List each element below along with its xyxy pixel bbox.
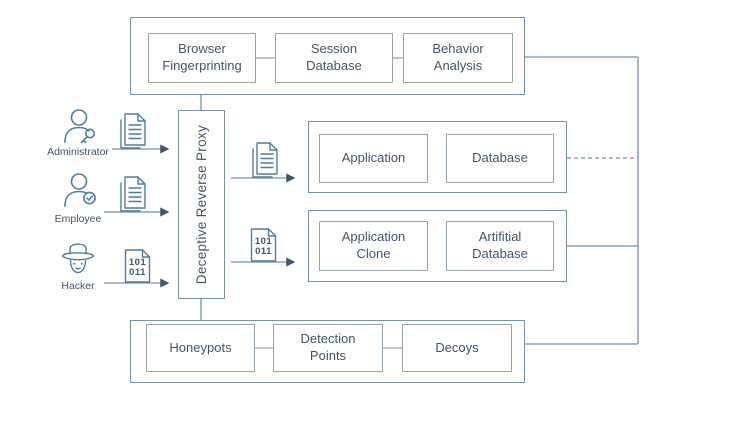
- node-application-clone: Application Clone: [319, 221, 428, 271]
- node-decoys: Decoys: [402, 324, 512, 372]
- node-session-database: Session Database: [275, 33, 393, 83]
- binary-line-2: 011: [129, 267, 146, 278]
- hacker-hat-icon: [58, 241, 98, 279]
- node-behavior-analysis: Behavior Analysis: [403, 33, 513, 83]
- decoy-environment-frame: [308, 210, 567, 282]
- binary-document-icon: 101 011: [124, 249, 151, 283]
- hacker-label: Hacker: [61, 280, 95, 292]
- node-deceptive-reverse-proxy: Deceptive Reverse Proxy: [178, 110, 225, 299]
- analysis-group-frame: [130, 17, 525, 95]
- node-database: Database: [446, 134, 554, 183]
- text-document-icon: [115, 175, 149, 213]
- deceptive-reverse-proxy-label: Deceptive Reverse Proxy: [194, 124, 209, 285]
- binary-document-icon: 101 011: [250, 228, 277, 262]
- node-detection-points: Detection Points: [273, 324, 383, 372]
- administrator-label: Administrator: [47, 146, 109, 158]
- binary-line-1: 101: [255, 236, 273, 247]
- node-honeypots: Honeypots: [146, 324, 255, 372]
- node-application: Application: [319, 134, 428, 183]
- node-artifitial-database: Artifitial Database: [446, 221, 554, 271]
- employee-user-check-icon: [59, 170, 101, 212]
- employee-label: Employee: [54, 213, 102, 225]
- binary-line-1: 101: [129, 257, 147, 268]
- node-browser-fingerprinting: Browser Fingerprinting: [148, 33, 256, 83]
- deception-group-frame: [130, 320, 525, 383]
- admin-user-key-icon: [59, 106, 101, 148]
- text-document-icon: [247, 141, 281, 179]
- real-environment-frame: [308, 121, 567, 193]
- binary-line-2: 011: [255, 246, 272, 257]
- text-document-icon: [115, 112, 149, 150]
